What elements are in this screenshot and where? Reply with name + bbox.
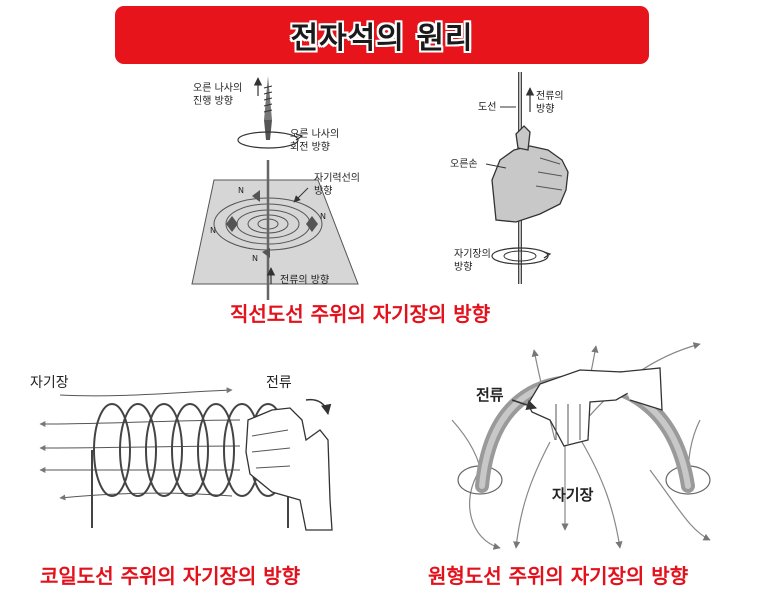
- pole-n-left: N: [210, 224, 216, 237]
- loop-current-label: 전류: [476, 384, 504, 405]
- pole-n-bottom: N: [252, 252, 258, 265]
- hand-field-label: 자기장의 방향: [454, 248, 491, 274]
- straight-wire-caption: 직선도선 주위의 자기장의 방향: [230, 298, 490, 327]
- pole-n-right: N: [320, 210, 326, 223]
- wire-label: 도선: [478, 101, 496, 114]
- loop-diagram: [452, 344, 710, 548]
- screw-advance-label: 오른 나사의 진행 방향: [193, 82, 242, 108]
- coil-caption: 코일도선 주위의 자기장의 방향: [40, 560, 300, 589]
- coil-field-label: 자기장: [30, 372, 69, 392]
- current-direction-label: 전류의 방향: [280, 274, 329, 287]
- loop-field-label: 자기장: [552, 484, 593, 505]
- pole-n-top: N: [238, 184, 244, 197]
- coil-current-label: 전류: [266, 372, 292, 392]
- coil-diagram: [40, 390, 332, 530]
- loop-caption: 원형도선 주위의 자기장의 방향: [428, 560, 688, 589]
- right-hand-label: 오른손: [450, 158, 478, 171]
- screw-rotation-label: 오른 나사의 회전 방향: [290, 128, 339, 154]
- hand-current-label: 전류의 방향: [536, 90, 564, 116]
- field-lines-label: 자기력선의 방향: [314, 172, 360, 198]
